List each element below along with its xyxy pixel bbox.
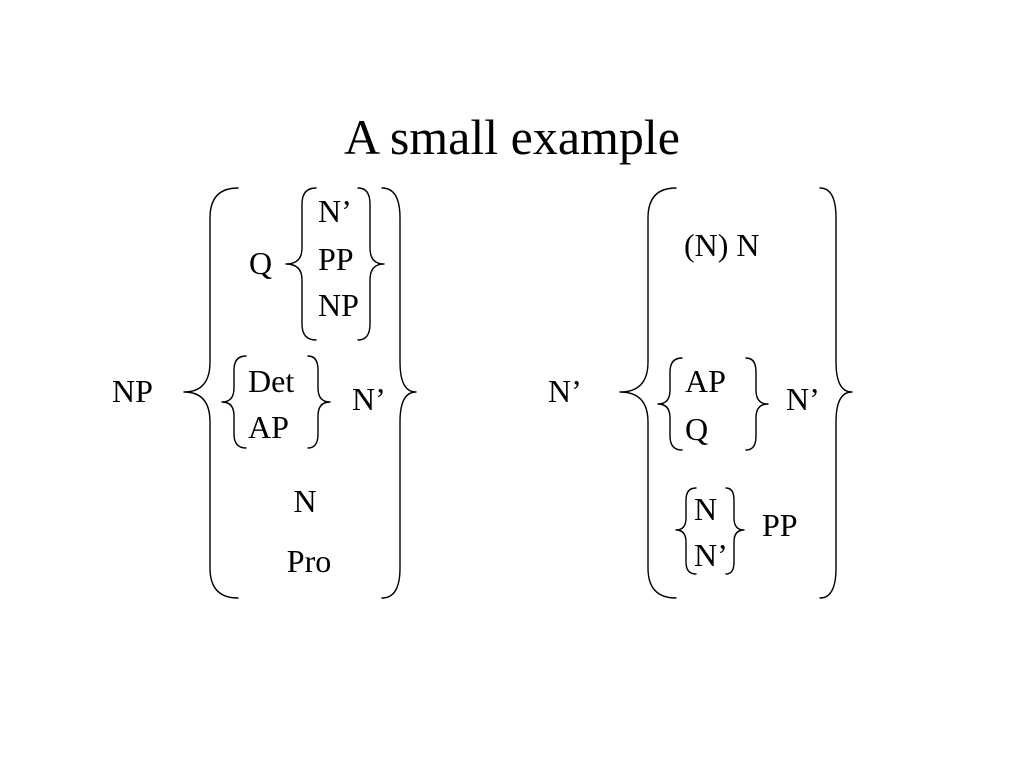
nbar-rule-lhs: N’ [548, 373, 582, 409]
det-choices-right-brace [307, 355, 331, 449]
q-choices-right-brace [357, 187, 385, 341]
det-tail-nbar: N’ [352, 381, 386, 417]
pp-tail: PP [762, 507, 798, 543]
noun-option: (N) N [684, 227, 760, 263]
q-choice-nbar: N’ [318, 193, 352, 229]
pp-choices-left-brace [675, 487, 697, 575]
n-option: N [293, 483, 316, 519]
np-right-brace [381, 187, 417, 599]
q-choice-pp: PP [318, 241, 354, 277]
pp-choice-nbar: N’ [694, 537, 728, 573]
q-choice-np: NP [318, 287, 359, 323]
nbar-rule: N’ (N) N AP Q N’ N N’ PP [548, 187, 853, 599]
modifier-choice-ap: AP [685, 363, 726, 399]
nbar-right-brace [819, 187, 853, 599]
det-choice-det: Det [248, 363, 294, 399]
pp-choices-right-brace [725, 487, 745, 575]
det-choice-ap: AP [248, 409, 289, 445]
np-rule: NP Q N’ PP NP Det AP N’ N Pro [112, 187, 417, 599]
modifier-choice-q: Q [685, 411, 708, 447]
modifier-choices-right-brace [745, 357, 769, 451]
det-choices-left-brace [221, 355, 247, 449]
modifier-choices-left-brace [657, 357, 683, 451]
np-rule-lhs: NP [112, 373, 153, 409]
slide-title: A small example [344, 109, 680, 165]
modifier-tail-nbar: N’ [786, 381, 820, 417]
q-choices-left-brace [285, 187, 317, 341]
pro-option: Pro [287, 543, 331, 579]
np-left-brace [183, 187, 239, 599]
q-label: Q [249, 245, 272, 281]
nbar-left-brace [619, 187, 677, 599]
pp-choice-n: N [694, 491, 717, 527]
